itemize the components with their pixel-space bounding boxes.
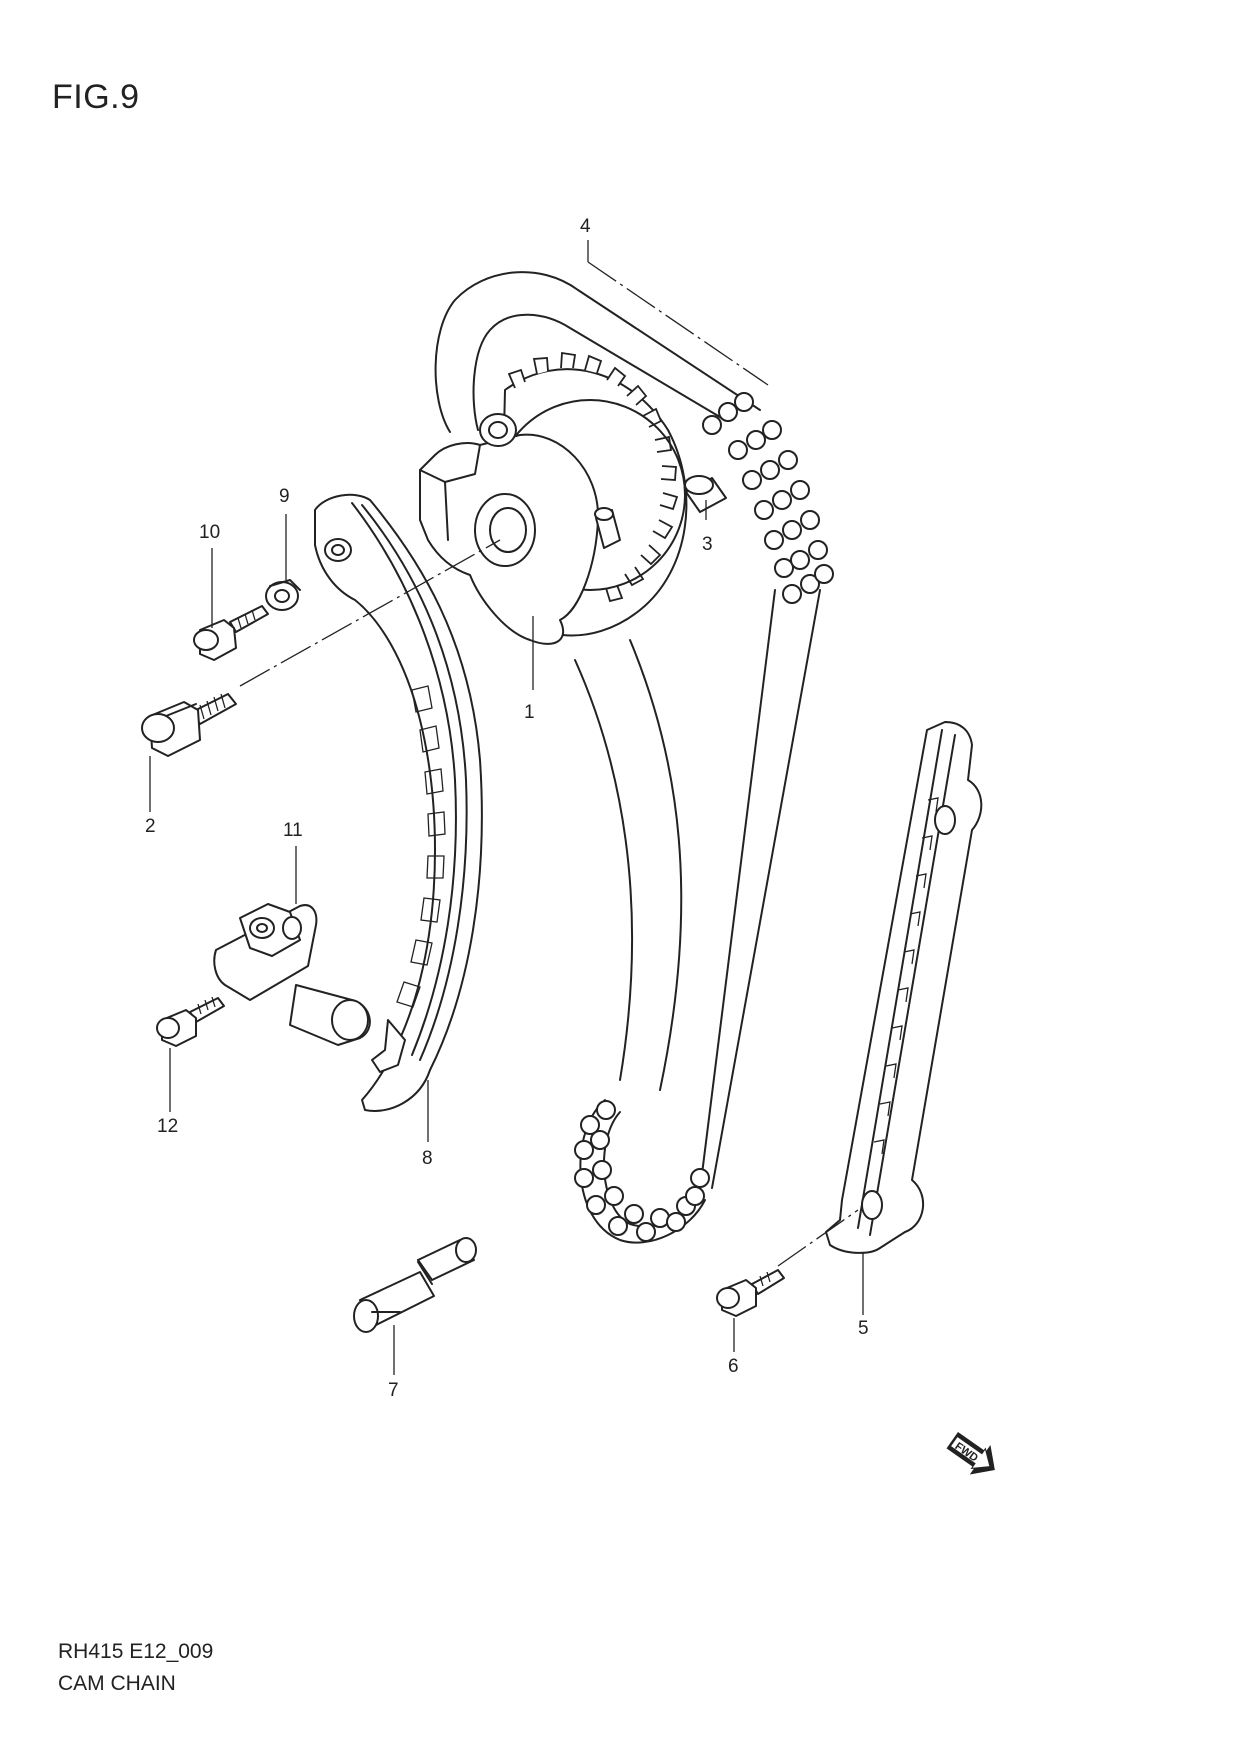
- chain-links-right: [702, 392, 834, 604]
- callout-1: 1: [524, 702, 535, 723]
- callout-4: 4: [580, 216, 591, 237]
- diagram-name: CAM CHAIN: [58, 1672, 176, 1695]
- callout-7: 7: [388, 1380, 399, 1401]
- dowel-pin: [684, 475, 727, 513]
- callout-2: 2: [145, 816, 156, 837]
- chain-links-bottom: [574, 1100, 710, 1242]
- chain-guide: [825, 721, 983, 1254]
- cam-chain: [434, 271, 834, 1244]
- bolt-small-10: [193, 605, 269, 661]
- callout-labels: 1 2 3 4 5 6 7 8 9 10 11 12: [145, 216, 869, 1401]
- cam-sprocket: [419, 351, 688, 645]
- callout-11: 11: [283, 820, 303, 841]
- fwd-arrow-icon: FWD: [946, 1432, 995, 1475]
- callout-10: 10: [199, 522, 220, 543]
- callout-5: 5: [858, 1318, 869, 1339]
- callout-8: 8: [422, 1148, 433, 1169]
- callout-6: 6: [728, 1356, 739, 1377]
- tensioner-guide: [314, 493, 483, 1112]
- callout-9: 9: [279, 486, 290, 507]
- leader-lines: [149, 240, 864, 1375]
- bolt-camshaft: [141, 693, 237, 757]
- callout-3: 3: [702, 534, 713, 555]
- diagram-code: RH415 E12_009: [58, 1640, 214, 1663]
- washer-9: [265, 579, 301, 611]
- bolt-guide-6: [716, 1269, 785, 1317]
- chain-tensioner-adjuster: [213, 903, 371, 1046]
- figure-title: FIG.9: [52, 78, 140, 116]
- callout-12: 12: [157, 1116, 178, 1137]
- bolt-tensioner-12: [156, 996, 225, 1047]
- pivot-pin-7: [353, 1237, 477, 1333]
